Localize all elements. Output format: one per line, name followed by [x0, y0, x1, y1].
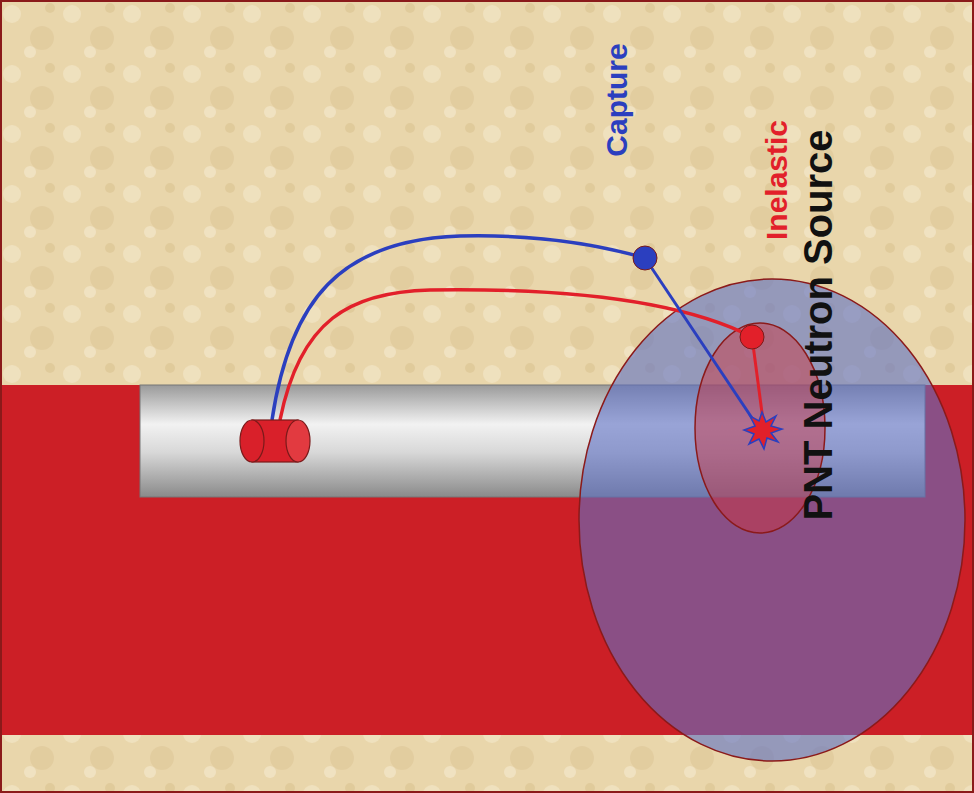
capture-event: [633, 246, 657, 270]
inelastic-path: [280, 290, 752, 420]
neutron-burst: [744, 412, 782, 449]
capture-path: [272, 236, 645, 420]
capture-label: Capture: [602, 43, 632, 156]
source-label: PNT Neutron Source: [798, 129, 838, 520]
inelastic-event: [740, 325, 764, 349]
detector-end: [240, 420, 264, 462]
detector-face: [286, 420, 310, 462]
capture-zone: [579, 279, 965, 761]
inelastic-label: Inelastic: [762, 120, 792, 240]
